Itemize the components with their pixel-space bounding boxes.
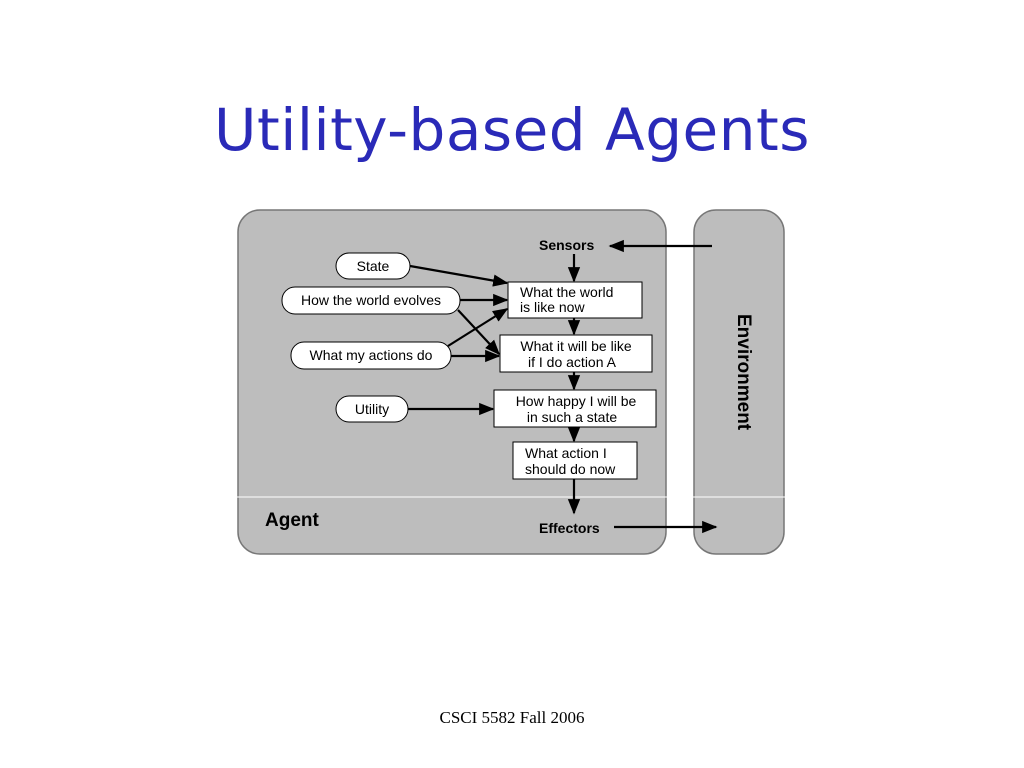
svg-text:What my actions do: What my actions do [310,347,433,363]
arrow-actions-to-world [447,308,509,347]
svg-text:State: State [357,258,390,274]
input-state: State [335,252,411,280]
environment-panel [693,209,785,555]
input-actions-do: What my actions do [290,341,452,370]
svg-text:is like now: is like now [520,299,585,315]
box-how-happy: How happy I will be in such a state [493,389,657,428]
svg-text:in such a state: in such a state [527,409,617,425]
input-utility: Utility [335,395,409,423]
sensors-label: Sensors [539,237,594,253]
svg-text:How the world evolves: How the world evolves [301,292,441,308]
footer: CSCI 5582 Fall 2006 [439,708,585,727]
svg-text:Utility: Utility [355,401,389,417]
arrow-state-to-world [409,264,509,287]
agent-diagram: Environment Agent Sensors Effectors Stat… [236,209,790,555]
box-will-be-like: What it will be like if I do action A [499,334,653,373]
effectors-label: Effectors [539,520,600,536]
svg-text:if I do action A: if I do action A [528,354,617,370]
agent-panel [237,209,667,555]
box-action-do: What action I should do now [512,441,638,480]
svg-text:What action I: What action I [525,445,607,461]
svg-text:What it will be like: What it will be like [520,338,631,354]
input-world-evolves: How the world evolves [281,286,461,315]
agent-label: Agent [265,510,320,531]
slide-title: Utility-based Agents [214,96,810,164]
svg-text:How happy I will be: How happy I will be [516,393,637,409]
svg-text:What the world: What the world [520,284,613,300]
svg-text:should do now: should do now [525,461,616,477]
box-world-now: What the world is like now [507,281,643,319]
arrow-evolves-to-will [457,309,501,356]
environment-label: Environment [733,314,754,431]
